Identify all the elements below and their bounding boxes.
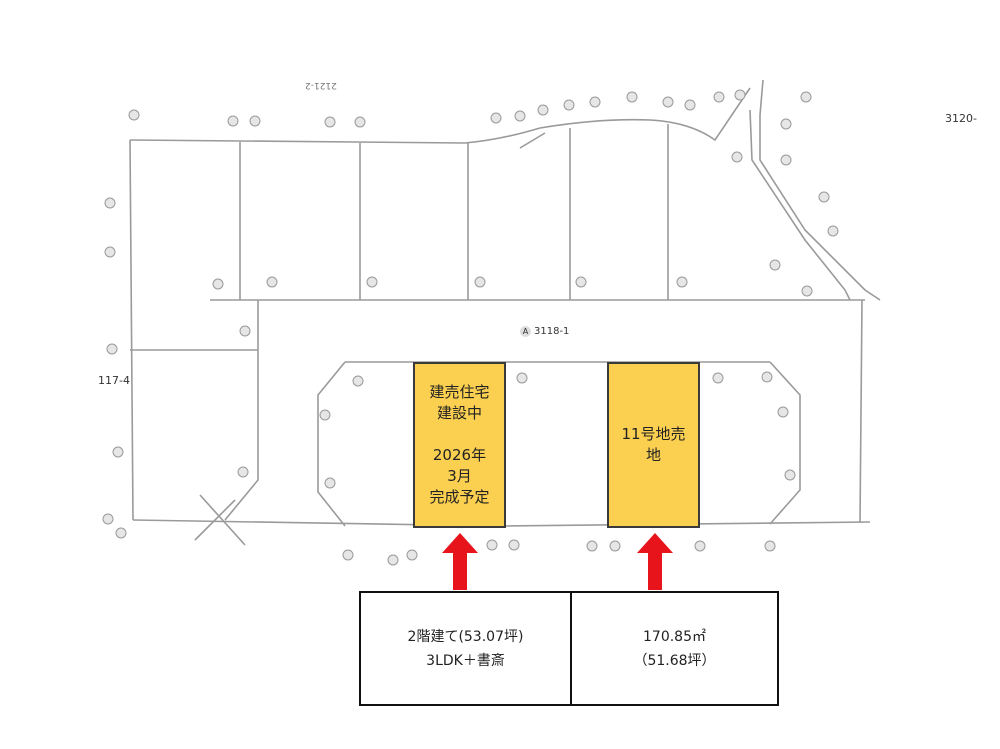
- arrow-lot-1: [442, 533, 478, 590]
- parcel-label-top: 2121-2: [305, 80, 337, 90]
- house-size: 2階建て(53.07坪): [407, 628, 524, 645]
- lot-house-under-construction: 建売住宅 建設中 2026年 3月 完成予定: [413, 362, 506, 528]
- land-area-sqm: 170.85㎡: [643, 628, 706, 645]
- parcel-number: 3118-1: [534, 326, 570, 337]
- parcel-marker: A: [520, 326, 531, 337]
- up-arrows: [442, 533, 673, 590]
- info-box-house: 2階建て(53.07坪) 3LDK＋書斎: [359, 591, 572, 706]
- land-area-tsubo: （51.68坪）: [633, 652, 716, 669]
- arrow-lot-2: [637, 533, 673, 590]
- parcel-label-117-4: 117-4: [98, 374, 130, 387]
- lot-11-for-sale: 11号地売 地: [607, 362, 700, 528]
- survey-point-markers: [102, 89, 839, 566]
- house-layout: 3LDK＋書斎: [426, 652, 505, 669]
- parcel-label-3120: 3120-: [945, 112, 977, 125]
- info-box-land: 170.85㎡ （51.68坪）: [570, 591, 779, 706]
